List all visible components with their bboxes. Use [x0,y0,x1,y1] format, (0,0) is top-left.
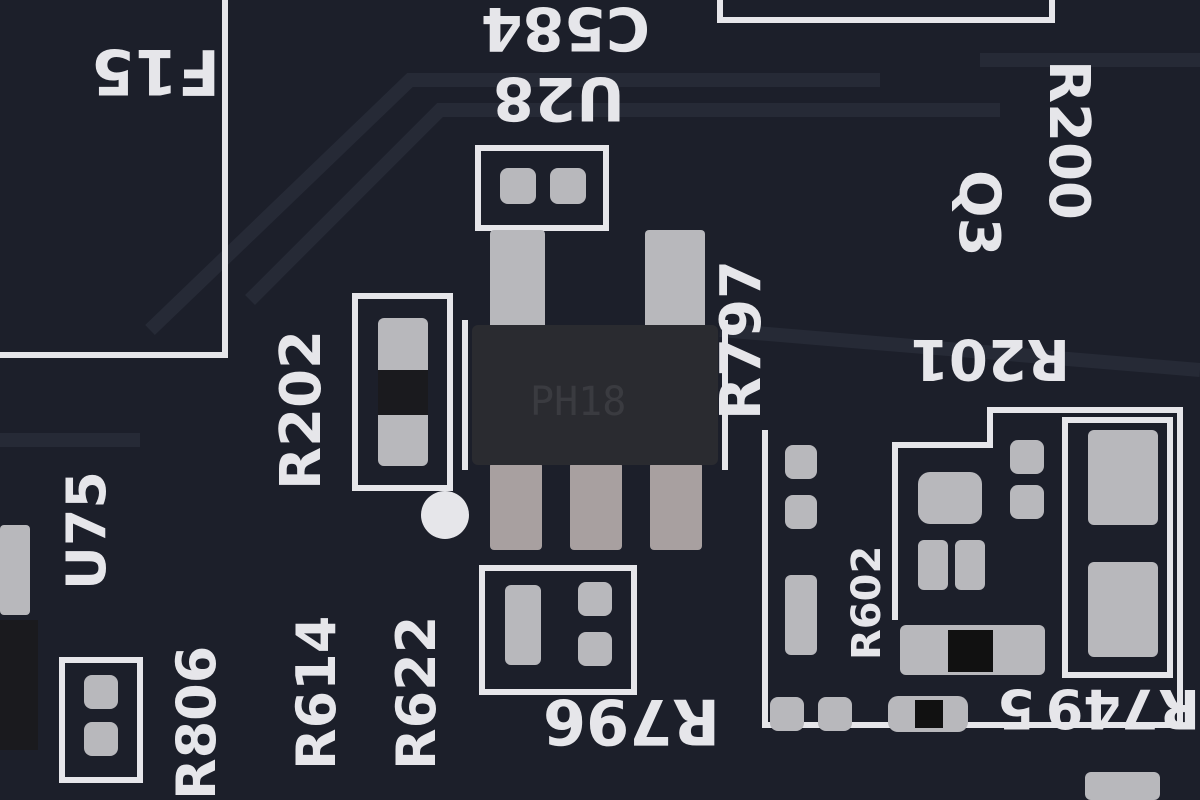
smd-components [0,168,1160,800]
label-r201: R201 [910,326,1070,391]
silkscreen-labels: F15 C584 U28 R200 Q3 R797 R202 R201 R614… [55,0,1200,800]
label-r806: R806 [165,646,228,800]
label-r602: R602 [844,546,890,660]
label-u28: U28 [493,63,625,133]
label-r622: R622 [385,616,448,770]
label-r202: R202 [269,330,334,490]
label-r796: R796 [543,685,720,758]
label-q3: Q3 [946,170,1011,257]
label-r749: R749 [1046,677,1200,740]
label-r797: R797 [709,260,774,420]
label-f15: F15 [91,35,220,108]
label-r614: R614 [285,616,348,770]
via-pad [421,491,469,539]
copper-traces [0,53,1200,447]
label-r200: R200 [1036,60,1101,220]
ic-chip-sot23-6: PH18 [472,230,718,550]
label-u75: U75 [55,471,118,590]
label-c584: C584 [481,0,650,63]
label-5: 5 [997,677,1035,740]
chip-marking: PH18 [530,379,626,425]
